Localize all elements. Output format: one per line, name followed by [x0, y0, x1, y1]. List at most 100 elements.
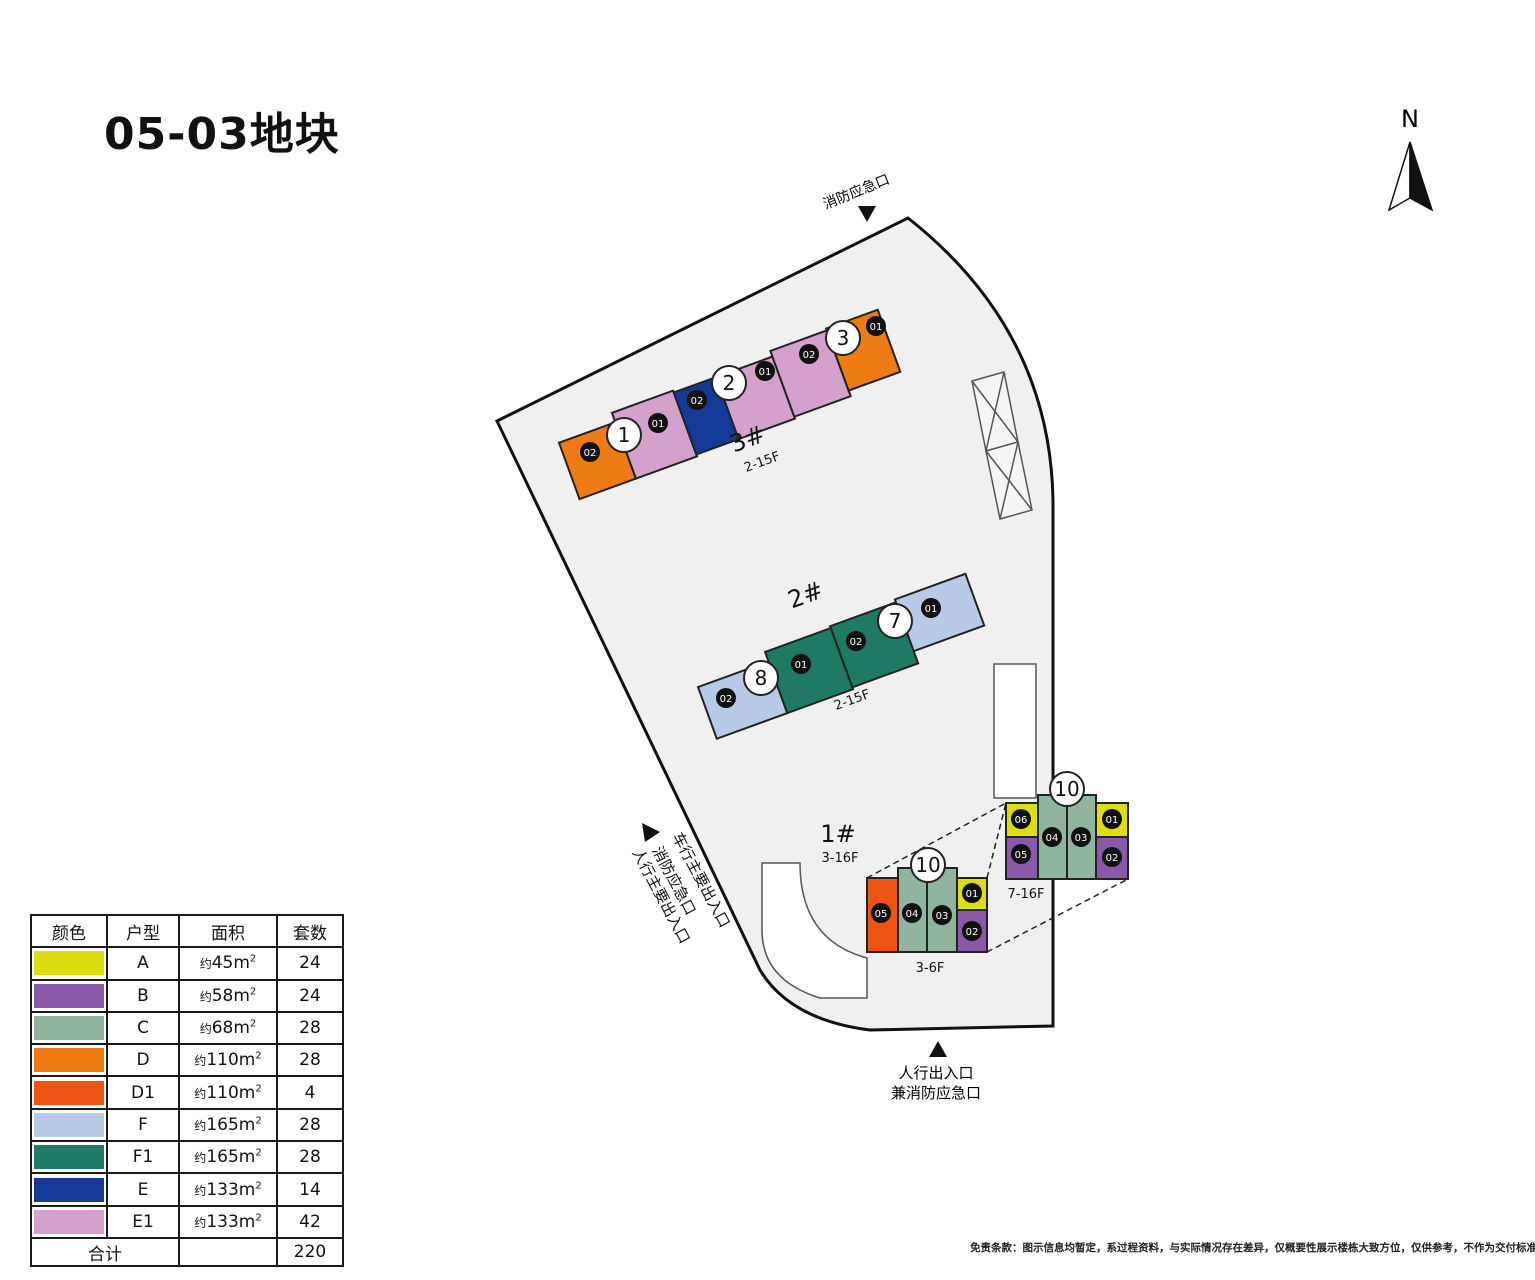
legend-area-value: 165	[206, 1147, 239, 1168]
legend-area-unit: m	[238, 1179, 256, 1200]
room-label: 02	[966, 927, 979, 938]
legend-type: E1	[106, 1204, 180, 1239]
legend-type: D	[106, 1043, 180, 1078]
legend-count: 28	[276, 1140, 344, 1175]
building-1-name: 1#	[820, 820, 855, 848]
legend-count: 28	[276, 1043, 344, 1078]
legend-area-sup: 2	[249, 1018, 257, 1030]
ramp	[761, 862, 868, 999]
legend-swatch	[30, 1010, 108, 1046]
room-label: 02	[720, 694, 733, 705]
legend-header-color: 颜色	[30, 913, 108, 949]
north-arrow-icon	[1387, 141, 1434, 212]
legend-area-unit: m	[238, 1114, 256, 1135]
west-entrance-arrow	[642, 823, 660, 842]
legend-area-value: 110	[206, 1050, 239, 1071]
legend-area: 约58m2	[178, 978, 278, 1013]
legend-area-unit: m	[238, 1082, 256, 1103]
legend-area-value: 165	[206, 1114, 239, 1135]
south-entrance-arrow	[929, 1041, 947, 1057]
legend-area: 约133m2	[178, 1204, 278, 1239]
legend-area-value: 68	[211, 1018, 234, 1039]
north-entrance-arrow	[858, 206, 876, 222]
room-label: 01	[870, 322, 883, 333]
building-3	[557, 308, 902, 501]
room-label: 03	[936, 911, 949, 922]
legend-approx: 约	[199, 957, 212, 972]
legend-approx: 约	[194, 1215, 207, 1230]
color-swatch	[34, 1016, 104, 1041]
north-label: N	[1401, 105, 1419, 133]
legend-count: 28	[276, 1107, 344, 1143]
legend-swatch	[30, 1043, 108, 1078]
legend-swatch	[30, 1107, 108, 1143]
legend-area-sup: 2	[255, 1082, 262, 1094]
unit-3-label: 3	[837, 326, 850, 350]
legend-type: A	[106, 946, 180, 981]
legend-area: 约110m2	[178, 1075, 278, 1110]
color-swatch	[34, 983, 104, 1008]
legend-swatch	[30, 1140, 108, 1175]
legend-type: F	[106, 1107, 180, 1143]
room-label: 01	[966, 889, 979, 900]
room-markers	[580, 316, 1122, 941]
legend-total-value: 220	[276, 1236, 344, 1268]
legend-approx: 约	[194, 1118, 207, 1133]
building-1-floors: 3-16F	[822, 851, 859, 866]
legend-count: 28	[276, 1010, 344, 1046]
legend-approx: 约	[194, 1054, 207, 1069]
legend-header-count: 套数	[276, 913, 344, 949]
legend-approx: 约	[194, 1183, 207, 1198]
legend-area: 约165m2	[178, 1107, 278, 1143]
legend-area-unit: m	[238, 1147, 256, 1168]
room-label: 03	[1075, 833, 1088, 844]
legend-area: 约45m2	[178, 946, 278, 981]
legend-area-sup: 2	[255, 1115, 262, 1127]
legend-total-empty	[178, 1236, 278, 1268]
legend-area-sup: 2	[255, 1212, 262, 1224]
legend-area-sup: 2	[255, 1179, 262, 1191]
color-swatch	[34, 951, 104, 976]
room-label: 04	[906, 909, 919, 920]
legend-swatch	[30, 946, 108, 981]
legend-area: 约68m2	[178, 1010, 278, 1046]
room-label: 02	[1106, 853, 1119, 864]
legend-type: C	[106, 1010, 180, 1046]
legend-approx: 约	[194, 1151, 207, 1166]
legend-area: 约110m2	[178, 1043, 278, 1078]
unit-7-label: 7	[889, 609, 902, 633]
legend-area-sup: 2	[255, 1050, 262, 1062]
legend-area: 约165m2	[178, 1140, 278, 1175]
legend-total-label: 合计	[30, 1236, 180, 1268]
legend-area-sup: 2	[255, 1147, 262, 1159]
legend-area-sup: 2	[249, 953, 257, 965]
color-swatch	[34, 1209, 104, 1234]
legend-header: 颜色 户型 面积 套数	[30, 913, 344, 949]
disclaimer: 免责条款：图示信息均暂定，系过程资料，与实际情况存在差异，仅概要性展示楼栋大致方…	[970, 1242, 1535, 1254]
legend-count: 4	[276, 1075, 344, 1110]
south-entrance-label-2: 兼消防应急口	[891, 1084, 981, 1102]
room-label: 02	[691, 396, 704, 407]
unit-2-label: 2	[723, 371, 736, 395]
page-title: 05-03地块	[104, 109, 340, 160]
legend-swatch	[30, 1075, 108, 1110]
north-entrance-label: 消防应急口	[821, 171, 892, 213]
legend-approx: 约	[199, 1022, 212, 1037]
room-label: 01	[759, 367, 772, 378]
legend-type: D1	[106, 1075, 180, 1110]
legend-area-unit: m	[238, 1211, 256, 1232]
legend-area-value: 58	[211, 985, 234, 1006]
legend-area-unit: m	[238, 1050, 256, 1071]
unit-10-label: 10	[915, 853, 940, 877]
room-label: 05	[875, 909, 888, 920]
legend-area-unit: m	[233, 985, 250, 1006]
room-label: 01	[795, 660, 808, 671]
room-label: 01	[1106, 815, 1119, 826]
